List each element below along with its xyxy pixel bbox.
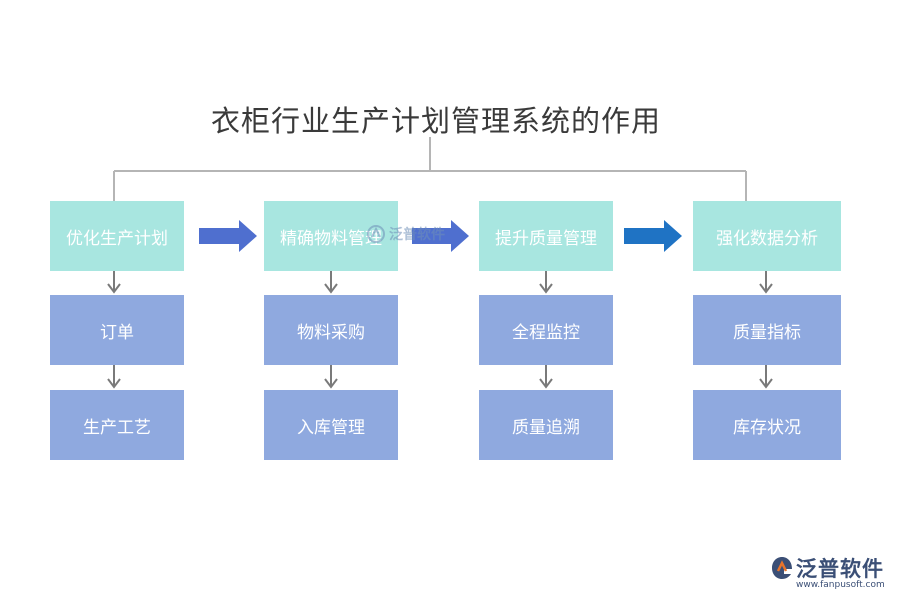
node-quality-trace: 质量追溯	[479, 390, 613, 460]
watermark-text: 泛普软件	[389, 227, 445, 243]
flow-arrow-1	[199, 220, 257, 252]
flow-arrow-3	[624, 220, 682, 252]
fanpu-watermark-icon	[367, 225, 385, 243]
down-arrow-c1-a	[107, 271, 121, 294]
down-arrow-c4-b	[759, 365, 773, 389]
down-arrow-c1-b	[107, 365, 121, 389]
diagram-title: 衣柜行业生产计划管理系统的作用	[210, 104, 661, 138]
node-process: 生产工艺	[50, 390, 184, 460]
logo-name: 泛普软件	[796, 557, 884, 581]
down-arrow-c4-a	[759, 271, 773, 294]
fanpu-logo-icon	[772, 557, 792, 579]
node-quality-management: 提升质量管理	[479, 201, 613, 271]
node-data-analysis: 强化数据分析	[693, 201, 841, 271]
brand-logo: 泛普软件 www.fanpusoft.com	[770, 553, 895, 593]
down-arrow-c2-b	[324, 365, 338, 389]
node-material-purchase: 物料采购	[264, 295, 398, 365]
down-arrow-c3-a	[539, 271, 553, 294]
node-quality-indicators: 质量指标	[693, 295, 841, 365]
node-order: 订单	[50, 295, 184, 365]
logo-url: www.fanpusoft.com	[796, 580, 885, 590]
node-full-monitoring: 全程监控	[479, 295, 613, 365]
down-arrow-c2-a	[324, 271, 338, 294]
watermark: 泛普软件	[366, 224, 445, 244]
node-optimize-plan: 优化生产计划	[50, 201, 184, 271]
flow-arrow-2	[412, 220, 469, 252]
down-arrow-c3-b	[539, 365, 553, 389]
node-material-management: 精确物料管理	[264, 201, 398, 271]
node-inventory-status: 库存状况	[693, 390, 841, 460]
node-warehousing: 入库管理	[264, 390, 398, 460]
